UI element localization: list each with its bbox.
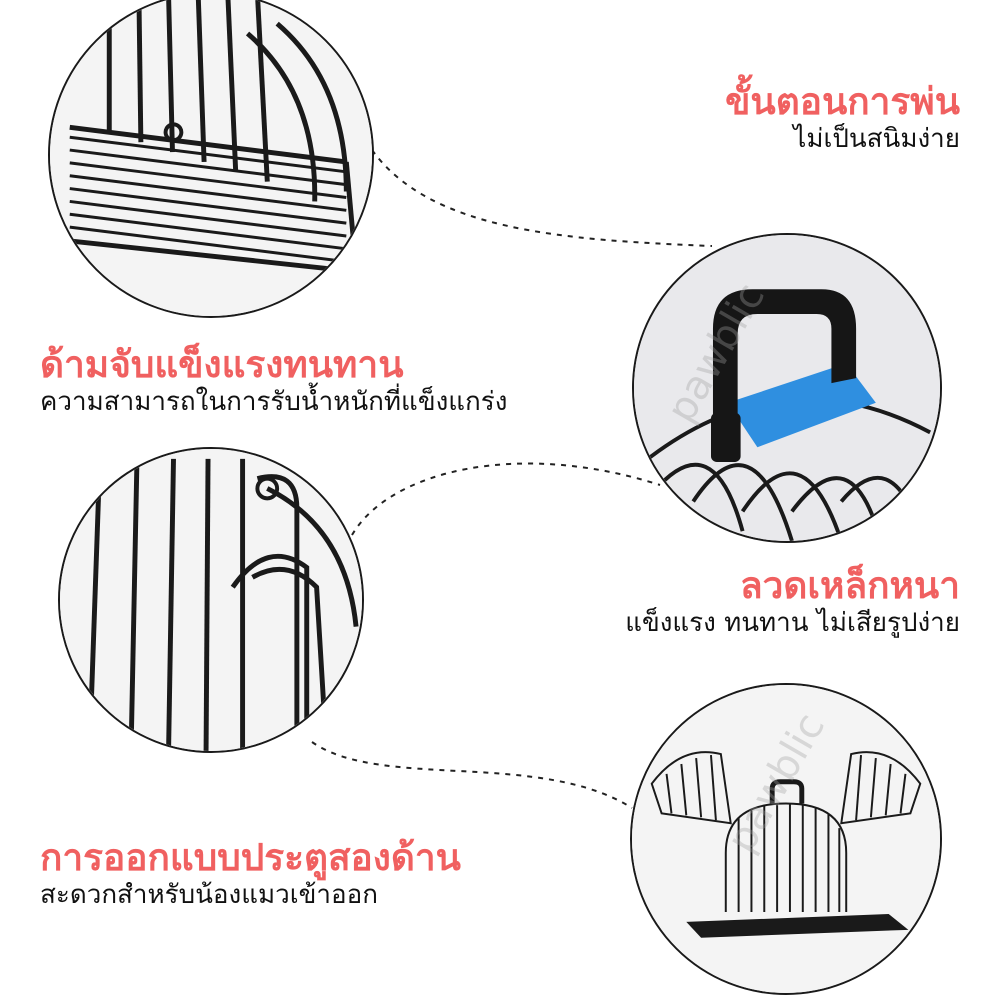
detail-circle-double-door <box>630 683 942 995</box>
cage-base-illustration <box>50 0 372 316</box>
feature-desc: ความสามารถในการรับน้ำหนักที่แข็งแกร่ง <box>40 386 508 417</box>
feature-title: การออกแบบประตูสองด้าน <box>40 836 461 879</box>
feature-title: ขั้นตอนการพ่น <box>725 80 960 123</box>
feature-coating: ขั้นตอนการพ่น ไม่เป็นสนิมง่าย <box>725 80 960 155</box>
cage-wire-illustration <box>60 449 362 751</box>
feature-wire: ลวดเหล็กหนา แข็งแรง ทนทาน ไม่เสียรูปง่าย <box>625 564 960 639</box>
cage-open-doors-illustration <box>632 685 940 993</box>
feature-handle: ด้ามจับแข็งแรงทนทาน ความสามารถในการรับน้… <box>40 343 508 418</box>
feature-title: ด้ามจับแข็งแรงทนทาน <box>40 343 404 386</box>
feature-desc: ไม่เป็นสนิมง่าย <box>793 123 960 154</box>
feature-desc: สะดวกสำหรับน้องแมวเข้าออก <box>40 879 378 910</box>
feature-desc: แข็งแรง ทนทาน ไม่เสียรูปง่าย <box>625 607 960 638</box>
feature-title: ลวดเหล็กหนา <box>739 564 960 607</box>
feature-double-door: การออกแบบประตูสองด้าน สะดวกสำหรับน้องแมว… <box>40 836 461 911</box>
detail-circle-handle <box>632 233 942 543</box>
detail-circle-coating <box>48 0 374 318</box>
detail-circle-wire <box>58 447 364 753</box>
cage-handle-illustration <box>634 235 940 541</box>
